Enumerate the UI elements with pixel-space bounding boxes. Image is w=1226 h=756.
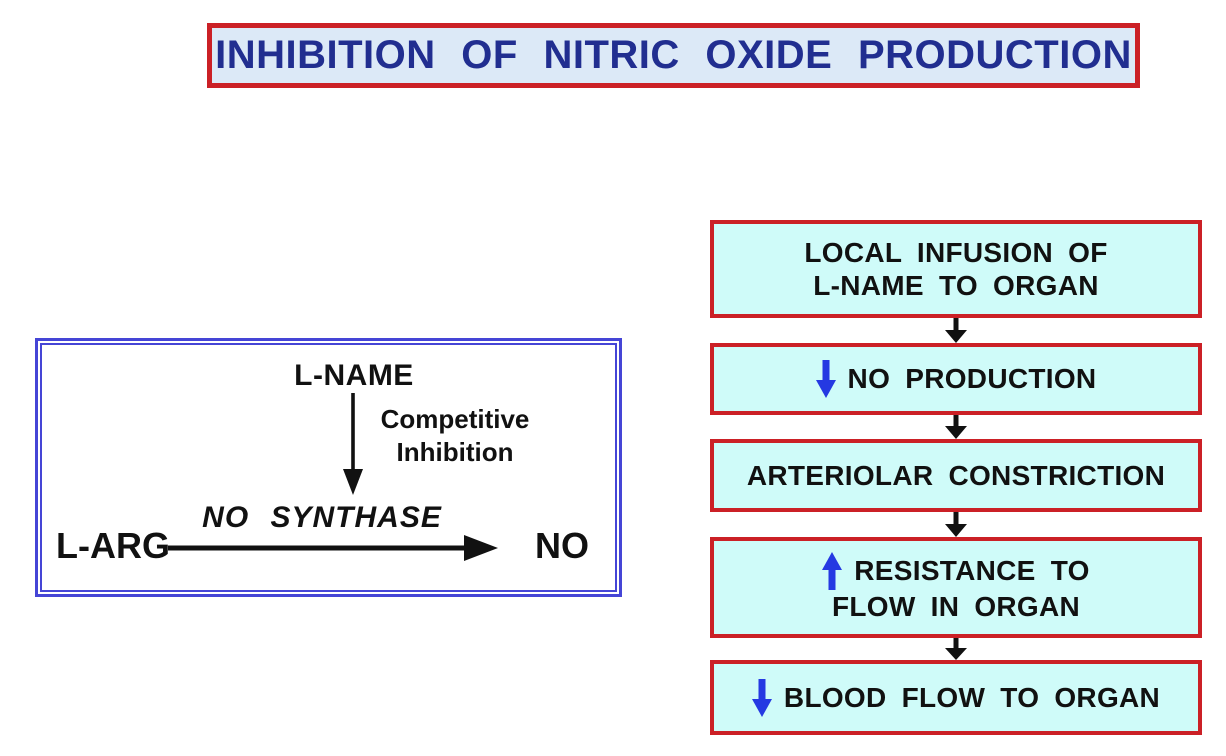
flow-step-resistance: RESISTANCE TO FLOW IN ORGAN xyxy=(710,537,1202,638)
flow-step-line: FLOW IN ORGAN xyxy=(831,590,1081,622)
competitive-inhibition-label: Competitive Inhibition xyxy=(381,403,530,468)
flow-step-line: LOCAL INFUSION OF xyxy=(804,236,1108,268)
flow-step-no-production: NO PRODUCTION xyxy=(710,343,1202,415)
product-label: NO xyxy=(535,525,589,566)
enzyme-label: NO SYNTHASE xyxy=(202,501,442,534)
flow-step-line: ARTERIOLAR CONSTRICTION xyxy=(746,459,1166,491)
flow-step-line: BLOOD FLOW TO ORGAN xyxy=(751,678,1161,717)
flow-step-local-infusion: LOCAL INFUSION OF L-NAME TO ORGAN xyxy=(710,220,1202,318)
right-arrow-icon xyxy=(168,535,498,561)
down-arrow-icon xyxy=(343,393,363,495)
flowchart: LOCAL INFUSION OF L-NAME TO ORGAN NO PRO… xyxy=(710,220,1202,735)
substrate-label: L-ARG xyxy=(56,525,170,566)
decrease-arrow-icon xyxy=(815,360,836,398)
flow-step-text: RESISTANCE TO xyxy=(854,555,1090,587)
competitive-inhibition-line1: Competitive xyxy=(380,404,530,434)
flow-step-blood-flow: BLOOD FLOW TO ORGAN xyxy=(710,660,1202,735)
inhibitor-label: L-NAME xyxy=(294,359,414,392)
flow-arrow-icon xyxy=(945,638,967,660)
reaction-panel: L-NAME Competitive Inhibition NO SYNTHAS… xyxy=(35,338,622,597)
flow-step-line: NO PRODUCTION xyxy=(815,360,1097,398)
flow-arrow-icon xyxy=(945,415,967,439)
page-title: INHIBITION OF NITRIC OXIDE PRODUCTION xyxy=(215,33,1132,77)
competitive-inhibition-line2: Inhibition xyxy=(396,436,514,467)
reaction-panel-inner: L-NAME Competitive Inhibition NO SYNTHAS… xyxy=(40,343,617,592)
flow-step-text: BLOOD FLOW TO ORGAN xyxy=(783,681,1161,713)
decrease-arrow-icon xyxy=(751,678,772,717)
flow-arrow-icon xyxy=(945,318,967,343)
flow-step-line: L-NAME TO ORGAN xyxy=(813,270,1099,301)
flow-step-line: RESISTANCE TO xyxy=(822,551,1090,590)
increase-arrow-icon xyxy=(822,551,843,590)
flow-arrow-icon xyxy=(945,512,967,537)
flow-step-arteriolar-constriction: ARTERIOLAR CONSTRICTION xyxy=(710,439,1202,512)
flow-step-text: NO PRODUCTION xyxy=(847,363,1097,395)
title-banner: INHIBITION OF NITRIC OXIDE PRODUCTION xyxy=(207,23,1140,88)
